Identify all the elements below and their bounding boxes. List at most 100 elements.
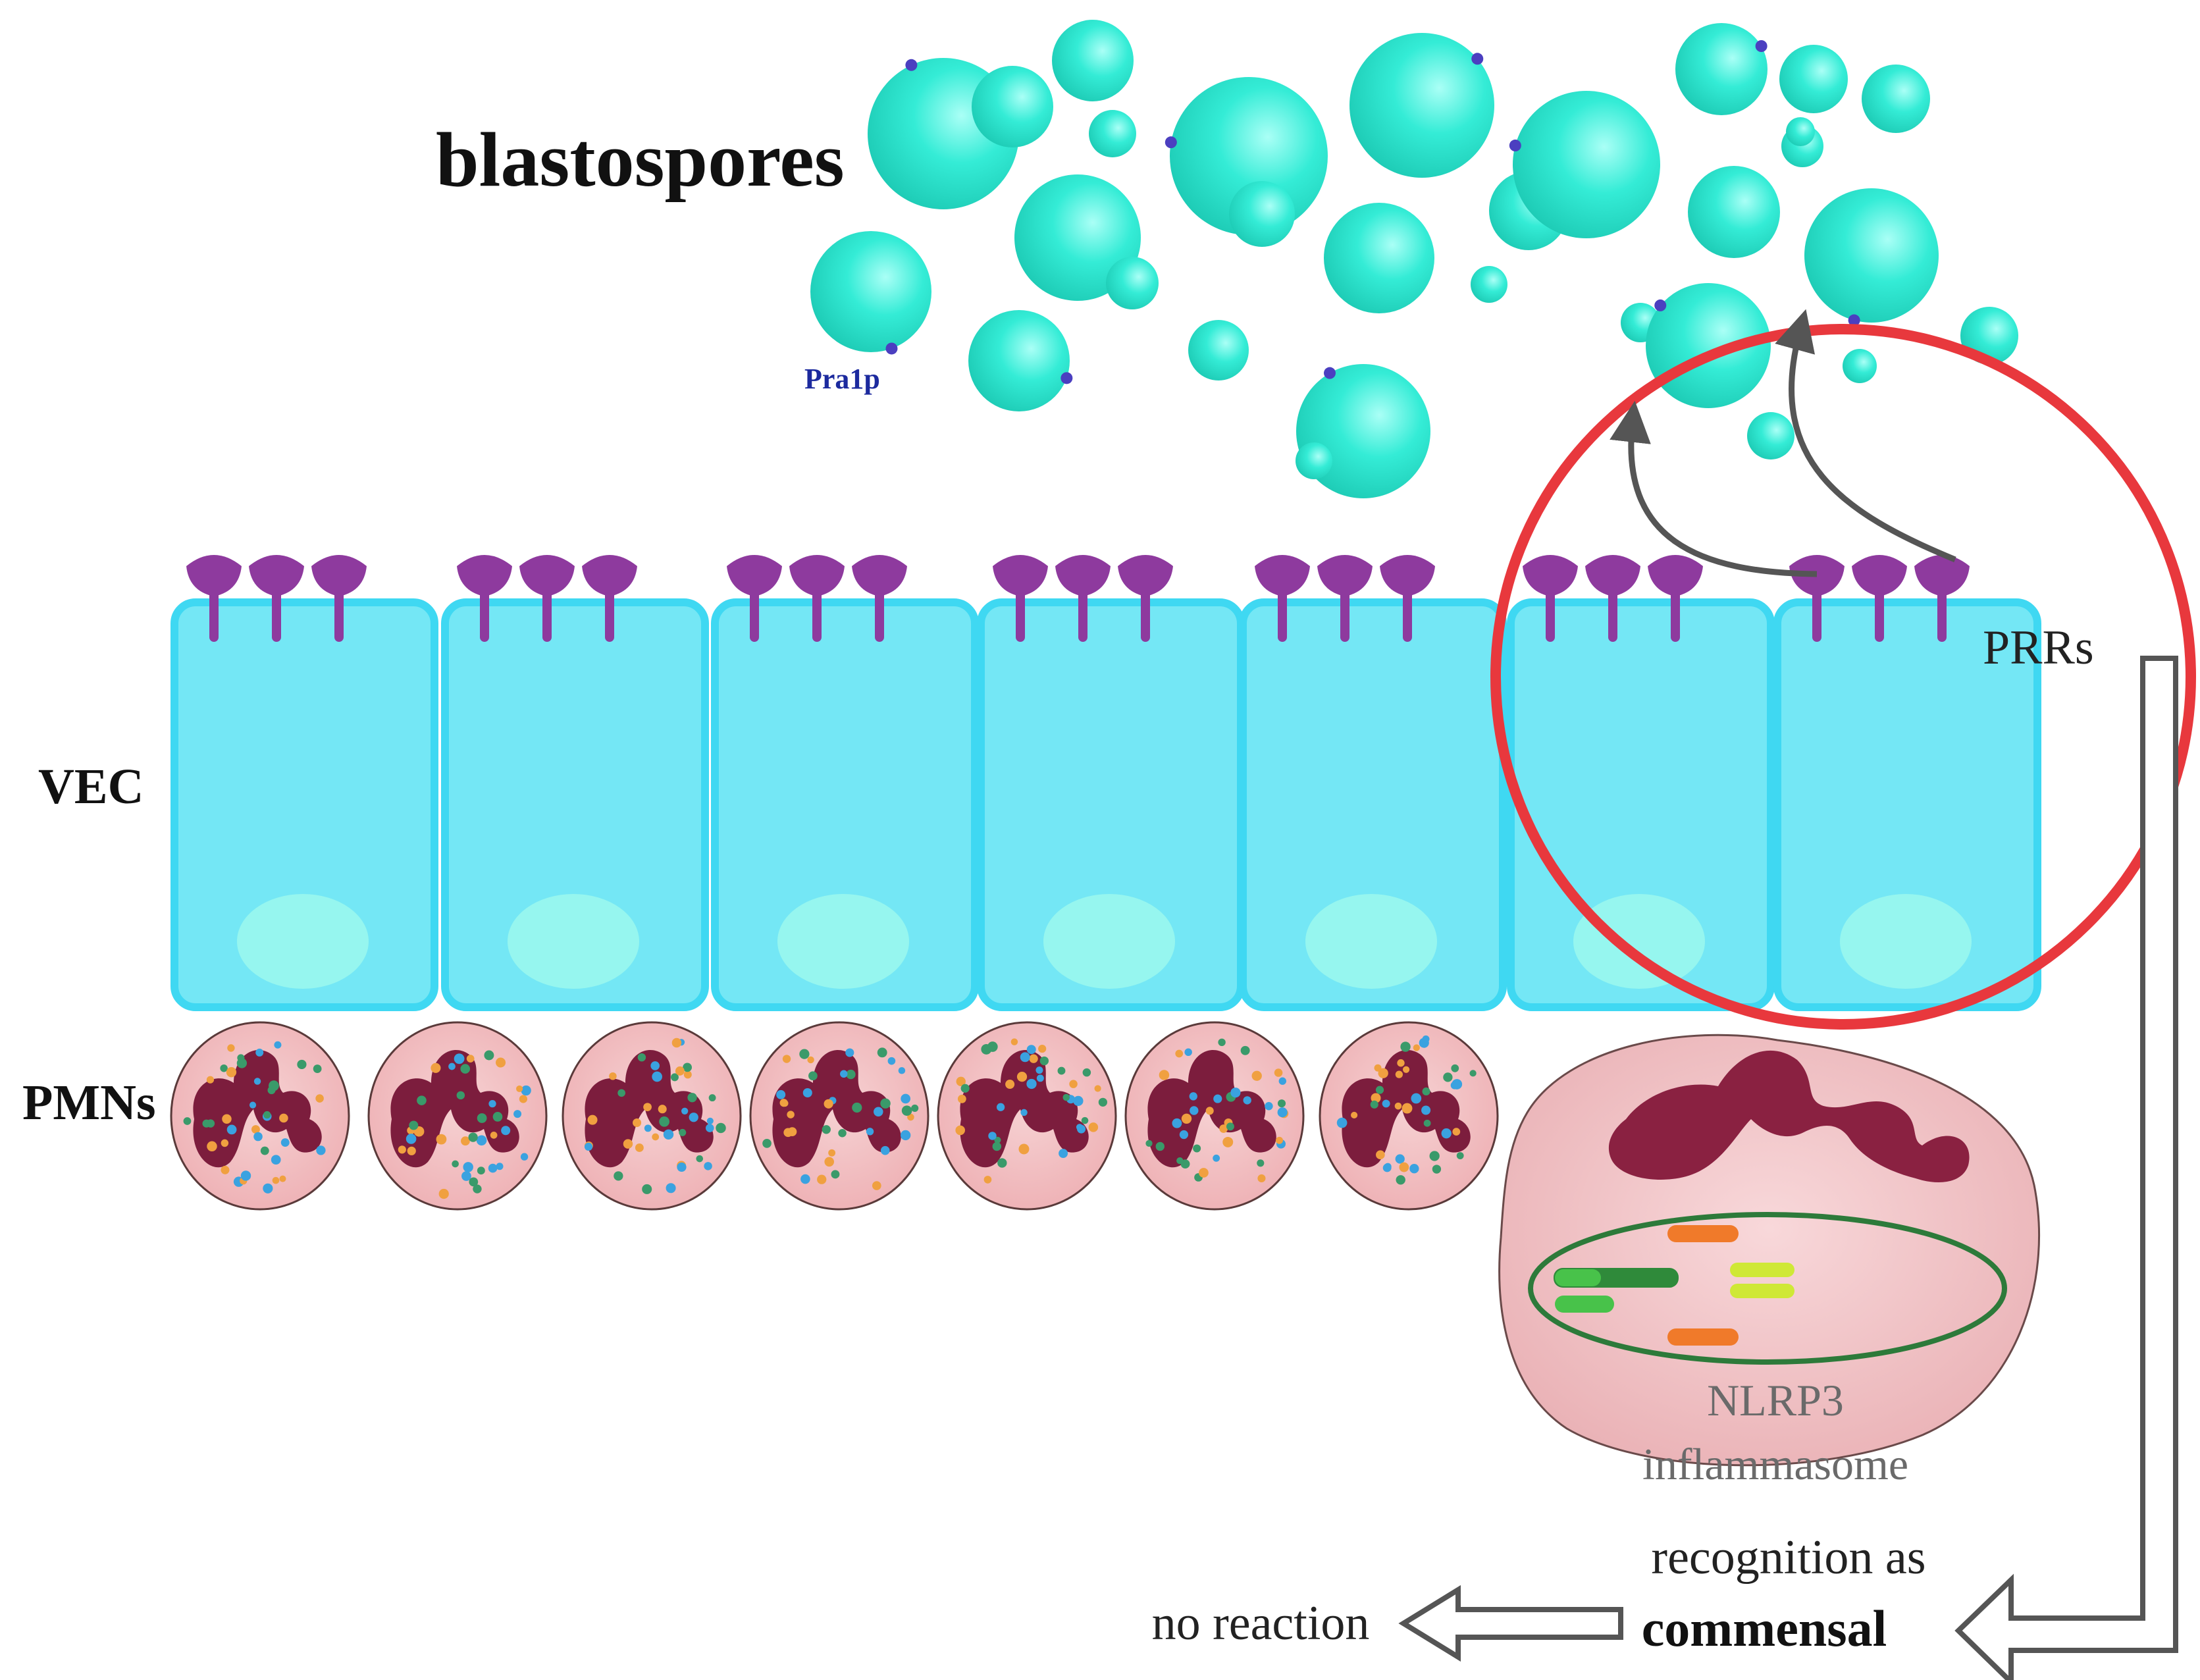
pmn-granule <box>249 1101 257 1109</box>
pmn-granule <box>708 1094 716 1102</box>
prr-receptor-head <box>519 555 575 596</box>
pmn-granule <box>1411 1093 1422 1104</box>
pmn-granule <box>877 1047 887 1058</box>
pmn-granule <box>501 1126 511 1136</box>
prr-receptor-head <box>1852 555 1907 596</box>
pmn-granule <box>1400 1041 1411 1052</box>
pmn-granule <box>1190 1106 1199 1115</box>
pmn-granule <box>994 1136 1001 1143</box>
pmn-granule <box>846 1069 856 1080</box>
pmn-granule <box>800 1174 810 1184</box>
prr-receptor-head <box>1118 555 1173 596</box>
epithelial-nucleus <box>1840 894 1972 989</box>
pmn-granule <box>831 1170 840 1179</box>
prr-receptor-head <box>1380 555 1435 596</box>
nlrp3-label: NLRP3 <box>1707 1375 1844 1425</box>
prr-receptor-head <box>1523 555 1578 596</box>
pmn-granule <box>1278 1077 1286 1085</box>
pmn-granule <box>1274 1068 1283 1077</box>
prr-receptor-head <box>1055 555 1111 596</box>
pmn-granule <box>681 1107 689 1115</box>
pmn-granule <box>1219 1124 1228 1133</box>
pmn-granule <box>477 1113 487 1123</box>
pmn-granule <box>838 1129 847 1138</box>
pmn-granule <box>1275 1136 1283 1144</box>
pmn-granule <box>271 1155 281 1165</box>
pmn-granule <box>1193 1144 1201 1153</box>
pmn-granule <box>221 1165 230 1174</box>
pmn-granule <box>1409 1164 1419 1174</box>
pmn-granule <box>226 1067 237 1078</box>
blastospore <box>1324 203 1434 313</box>
pmn-granule <box>263 1183 273 1194</box>
pmn-granule <box>955 1125 965 1136</box>
pmn-granule <box>1094 1085 1101 1092</box>
pmn-granule <box>279 1175 286 1182</box>
pmn-nucleus <box>772 1050 901 1168</box>
prr-receptor-head <box>582 555 637 596</box>
pmn-granule <box>220 1064 228 1072</box>
blastospore <box>1804 188 1939 323</box>
pmn-granule <box>911 1104 919 1112</box>
pmn-granule <box>1469 1070 1477 1077</box>
pmn-granule <box>255 1048 264 1057</box>
pra1p-dot <box>1654 299 1667 311</box>
pmn-granule <box>1175 1049 1184 1058</box>
pmn-granule <box>845 1048 854 1057</box>
pmn-granule <box>822 1125 831 1134</box>
pra1p-dot <box>1165 136 1177 149</box>
pmn-granule <box>1059 1149 1068 1159</box>
prr-receptor-head <box>993 555 1048 596</box>
pmn-granule <box>251 1125 260 1134</box>
pmn-granule <box>1265 1102 1273 1111</box>
pmn-granule <box>436 1134 447 1145</box>
pmn-granule <box>1226 1122 1234 1131</box>
pmn-granule <box>1057 1066 1066 1075</box>
pmn-granule <box>1020 1052 1030 1063</box>
pmn-granule <box>297 1059 307 1070</box>
pmn-granule <box>520 1153 529 1161</box>
pmn-granule <box>988 1132 997 1140</box>
pmn-granule <box>226 1124 237 1135</box>
pmn-granule <box>1396 1175 1405 1185</box>
pmn-granule <box>1370 1100 1378 1109</box>
pmn-granule <box>1277 1099 1286 1108</box>
pmn-granule <box>460 1064 471 1074</box>
blastospore <box>810 231 931 352</box>
pmn-granule <box>1432 1165 1442 1174</box>
pmn-granule <box>1179 1130 1189 1140</box>
pmn-granule <box>644 1124 652 1132</box>
pmn-granule <box>901 1093 911 1104</box>
pmn-granule <box>643 1103 652 1112</box>
pmn-granule <box>808 1071 818 1081</box>
pmn-granule <box>907 1113 914 1121</box>
pmn-granule <box>1378 1068 1388 1078</box>
pmn-granule <box>776 1089 786 1099</box>
pmn-granule <box>584 1142 593 1151</box>
activated-pmn-nucleus <box>1608 1050 1970 1182</box>
epithelial-nucleus <box>777 894 909 989</box>
pra1p-dot <box>905 59 918 71</box>
pmn-granule <box>617 1089 625 1097</box>
pmn-granule <box>996 1103 1005 1111</box>
pmn-granule <box>1029 1054 1038 1063</box>
pmn-granule <box>1222 1136 1234 1147</box>
pmn-granule <box>671 1037 682 1048</box>
epithelial-cell <box>1239 598 1507 1011</box>
pmn-granule <box>280 1138 290 1147</box>
pmn-granule <box>1076 1124 1084 1131</box>
pmn-granule <box>887 1057 896 1065</box>
pmn-nucleus <box>193 1050 322 1168</box>
pmn-granule <box>237 1054 245 1062</box>
caspase-component <box>1730 1284 1794 1298</box>
pmn-granule <box>1422 1087 1430 1096</box>
prr-receptor-head <box>1914 555 1970 596</box>
pmn-granule <box>779 1099 788 1107</box>
pmn-granule <box>675 1066 685 1076</box>
pmn-granule <box>454 1053 465 1064</box>
pmn-granule <box>488 1163 498 1173</box>
blastospore <box>1471 266 1507 303</box>
pmn-granule <box>1251 1070 1262 1081</box>
pmn-granule <box>635 1143 644 1152</box>
pmn-granule <box>609 1072 617 1080</box>
